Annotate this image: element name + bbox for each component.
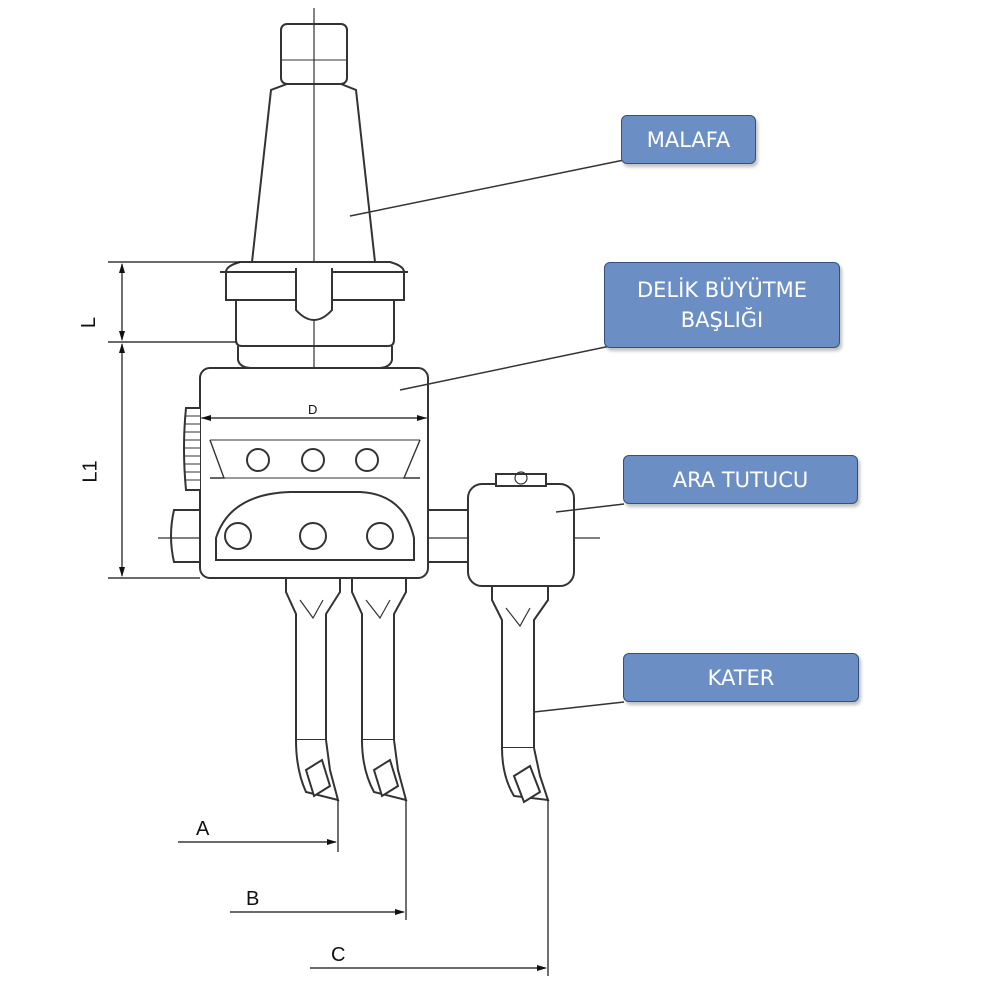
callout-delik-line1: DELİK BÜYÜTME	[637, 278, 807, 302]
callout-ara-tutucu-label: ARA TUTUCU	[672, 467, 809, 492]
boring-head-body	[170, 367, 468, 579]
dimension-label-l: L	[78, 316, 101, 329]
dimension-label-d: D	[308, 402, 318, 417]
dimension-label-b: B	[246, 888, 260, 910]
callout-delik-buyutme-basligi: DELİK BÜYÜTME BAŞLIĞI	[604, 262, 840, 348]
callout-kater: KATER	[623, 653, 859, 702]
dimension-lines	[108, 261, 549, 976]
dimension-label-a: A	[196, 818, 210, 840]
callout-malafa: MALAFA	[621, 115, 756, 164]
leader-lines	[349, 159, 625, 713]
dimension-label-l1: L1	[79, 460, 102, 483]
callout-kater-label: KATER	[707, 665, 775, 690]
malafa-shank	[220, 23, 408, 369]
boring-bar-b	[351, 577, 408, 802]
callout-malafa-label: MALAFA	[646, 127, 731, 152]
ara-tutucu-block	[467, 471, 575, 587]
callout-ara-tutucu: ARA TUTUCU	[623, 455, 858, 504]
dimension-label-c: C	[331, 944, 346, 966]
boring-bar-a	[285, 577, 341, 802]
callout-delik-line2: BAŞLIĞI	[680, 308, 764, 332]
boring-bar-c	[491, 585, 550, 804]
